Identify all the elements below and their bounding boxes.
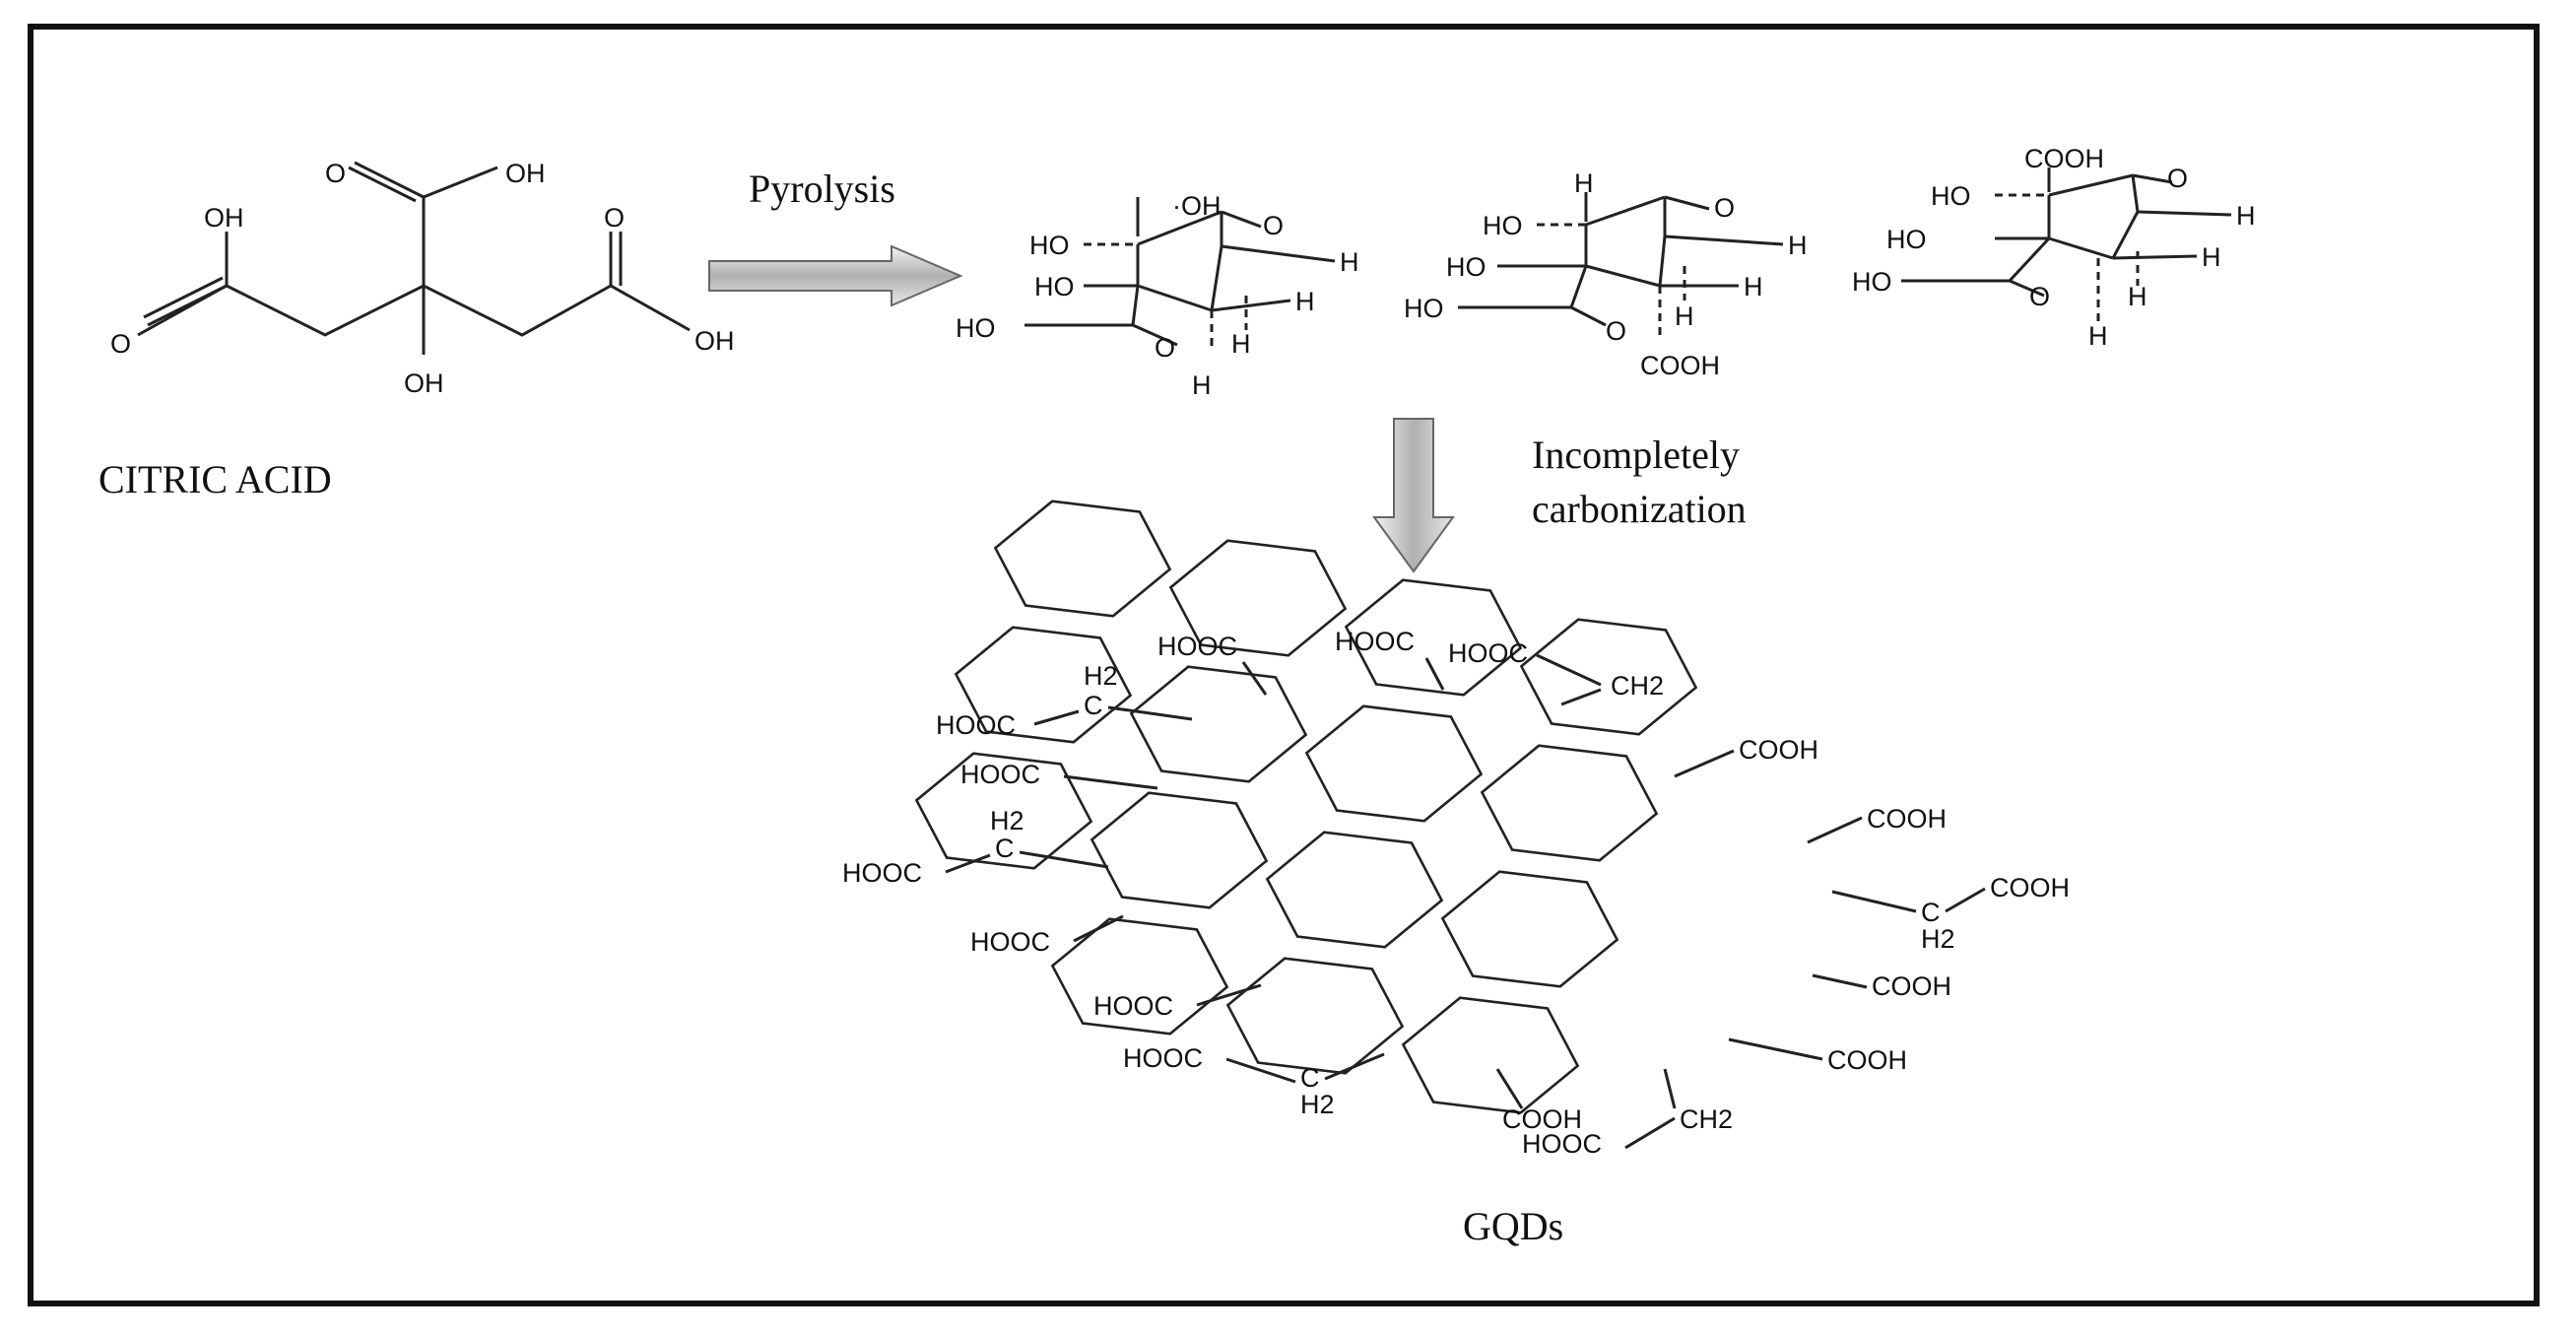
citric-oh-center: OH bbox=[404, 368, 444, 398]
int2-h-1: H bbox=[1788, 231, 1808, 260]
gqd-hooc-bottom: HOOC bbox=[1522, 1129, 1602, 1159]
gqd-hexagon-13 bbox=[1225, 957, 1405, 1075]
int1-h-3: H bbox=[1231, 329, 1251, 359]
int2-h-top: H bbox=[1574, 168, 1594, 198]
gqd-hexagon-11 bbox=[1440, 870, 1619, 988]
gqd-hooc-left-1: HOOC bbox=[936, 710, 1016, 740]
int1-oh-radical: ·OH bbox=[1172, 191, 1222, 221]
gqd-hooc-left-3: HOOC bbox=[842, 858, 922, 888]
gqd-c-left-3: C bbox=[1300, 1063, 1320, 1093]
gqd-hexagon-12 bbox=[1050, 917, 1229, 1035]
int1-h-1: H bbox=[1340, 247, 1359, 277]
label-gqds: GQDs bbox=[1463, 1204, 1563, 1248]
citric-oh-top: OH bbox=[505, 159, 546, 188]
gqd-cooh-bottom: COOH bbox=[1502, 1104, 1582, 1134]
int3-o-top: O bbox=[2167, 164, 2188, 193]
int3-h-2: H bbox=[2202, 242, 2221, 272]
gqd-hexagon-3 bbox=[1519, 618, 1698, 736]
int1-ho-3: HO bbox=[956, 313, 996, 343]
gqd-hexagon-2 bbox=[1344, 578, 1523, 697]
int2-o-bottom: O bbox=[1606, 316, 1626, 346]
gqd-cooh-right-5: COOH bbox=[1827, 1045, 1907, 1075]
int3-h-1: H bbox=[2236, 201, 2256, 231]
int1-o-top: O bbox=[1263, 211, 1284, 240]
int2-ho-2: HO bbox=[1446, 252, 1486, 282]
citric-o-left: O bbox=[110, 329, 131, 359]
int2-ho-1: HO bbox=[1483, 211, 1523, 240]
gqd-hooc-left-5: HOOC bbox=[1093, 991, 1173, 1021]
gqd-h2-right: H2 bbox=[1921, 924, 1955, 954]
gqd-h2-left-2: H2 bbox=[990, 806, 1024, 835]
gqd-hooc-top-1: HOOC bbox=[1157, 632, 1237, 661]
gqd-hooc-left-2: HOOC bbox=[960, 760, 1040, 789]
citric-acid-structure: OH O OH O OH O OH bbox=[110, 159, 735, 398]
int1-ho-1: HO bbox=[1029, 231, 1070, 260]
int3-cooh: COOH bbox=[2024, 144, 2104, 173]
gqd-c-left-1: C bbox=[1084, 691, 1103, 720]
gqd-hexagon-5 bbox=[1129, 665, 1308, 783]
int2-h-2: H bbox=[1744, 272, 1763, 301]
intermediate-structure-1: ·OH O HO HO H H HO O H H bbox=[956, 191, 1359, 400]
int3-h-3: H bbox=[2128, 282, 2147, 311]
int2-h-3: H bbox=[1675, 301, 1694, 331]
intermediate-structure-2: H O HO HO H H HO O H COOH bbox=[1404, 168, 1808, 380]
gqd-hooc-top-3: HOOC bbox=[1448, 638, 1528, 668]
label-citric-acid: CITRIC ACID bbox=[99, 457, 332, 501]
gqd-c-left-2: C bbox=[995, 834, 1015, 863]
gqd-cooh-right-4: COOH bbox=[1872, 971, 1951, 1001]
gqd-cooh-right-2: COOH bbox=[1867, 804, 1947, 834]
citric-o-top: O bbox=[325, 159, 346, 188]
carbonization-arrow bbox=[1372, 418, 1455, 573]
int3-ho-2: HO bbox=[1886, 225, 1927, 254]
label-carbonization: carbonization bbox=[1532, 487, 1747, 531]
label-pyrolysis: Pyrolysis bbox=[749, 167, 895, 211]
gqd-hexagon-lattice bbox=[914, 500, 1698, 1114]
int3-o-bottom: O bbox=[2029, 282, 2050, 311]
citric-oh-left: OH bbox=[204, 203, 244, 233]
pyrolysis-arrow bbox=[708, 244, 963, 307]
gqd-hooc-left-4: HOOC bbox=[970, 927, 1050, 957]
figure-border bbox=[28, 24, 2540, 1306]
gqd-ch2-bottom: CH2 bbox=[1680, 1104, 1733, 1134]
label-incompletely: Incompletely bbox=[1532, 433, 1740, 477]
gqd-hexagon-0 bbox=[993, 500, 1172, 618]
int3-ho-1: HO bbox=[1931, 181, 1971, 211]
int1-h-2: H bbox=[1295, 287, 1315, 316]
int3-h-4: H bbox=[2088, 321, 2108, 351]
gqd-hexagon-7 bbox=[1480, 744, 1659, 862]
gqd-hexagon-4 bbox=[954, 626, 1133, 744]
int1-o-bottom: O bbox=[1155, 333, 1175, 363]
gqd-hexagon-14 bbox=[1401, 996, 1580, 1114]
citric-o-right: O bbox=[604, 203, 625, 233]
int2-o-top: O bbox=[1714, 193, 1735, 223]
gqd-hooc-left-6: HOOC bbox=[1123, 1043, 1203, 1073]
gqd-cooh-right-3: COOH bbox=[1990, 873, 2070, 902]
int3-ho-3: HO bbox=[1852, 267, 1892, 297]
gqd-hexagon-1 bbox=[1168, 539, 1348, 657]
gqd-hexagon-6 bbox=[1304, 704, 1484, 823]
intermediate-structure-3: COOH O HO H HO H HO O H H bbox=[1852, 144, 2256, 351]
gqd-hooc-top-2: HOOC bbox=[1335, 627, 1415, 656]
gqd-c-right: C bbox=[1921, 898, 1941, 927]
gqd-h2-left-1: H2 bbox=[1084, 661, 1118, 691]
gqd-ch2-top: CH2 bbox=[1611, 671, 1664, 701]
gqd-hexagon-8 bbox=[914, 752, 1093, 870]
gqd-h2-left-3: H2 bbox=[1300, 1090, 1335, 1119]
gqd-cooh-right-1: COOH bbox=[1739, 735, 1818, 765]
int2-cooh: COOH bbox=[1640, 351, 1720, 380]
gqd-hexagon-9 bbox=[1090, 791, 1269, 909]
citric-oh-right: OH bbox=[694, 326, 735, 356]
int2-ho-3: HO bbox=[1404, 294, 1444, 323]
int1-h-4: H bbox=[1192, 370, 1212, 400]
gqd-hexagon-10 bbox=[1265, 831, 1444, 949]
int1-ho-2: HO bbox=[1034, 272, 1075, 301]
gqd-functional-groups: HOOC HOOC HOOC CH2 H2 HOOC C HOOC H2 HOO… bbox=[842, 627, 2070, 1159]
